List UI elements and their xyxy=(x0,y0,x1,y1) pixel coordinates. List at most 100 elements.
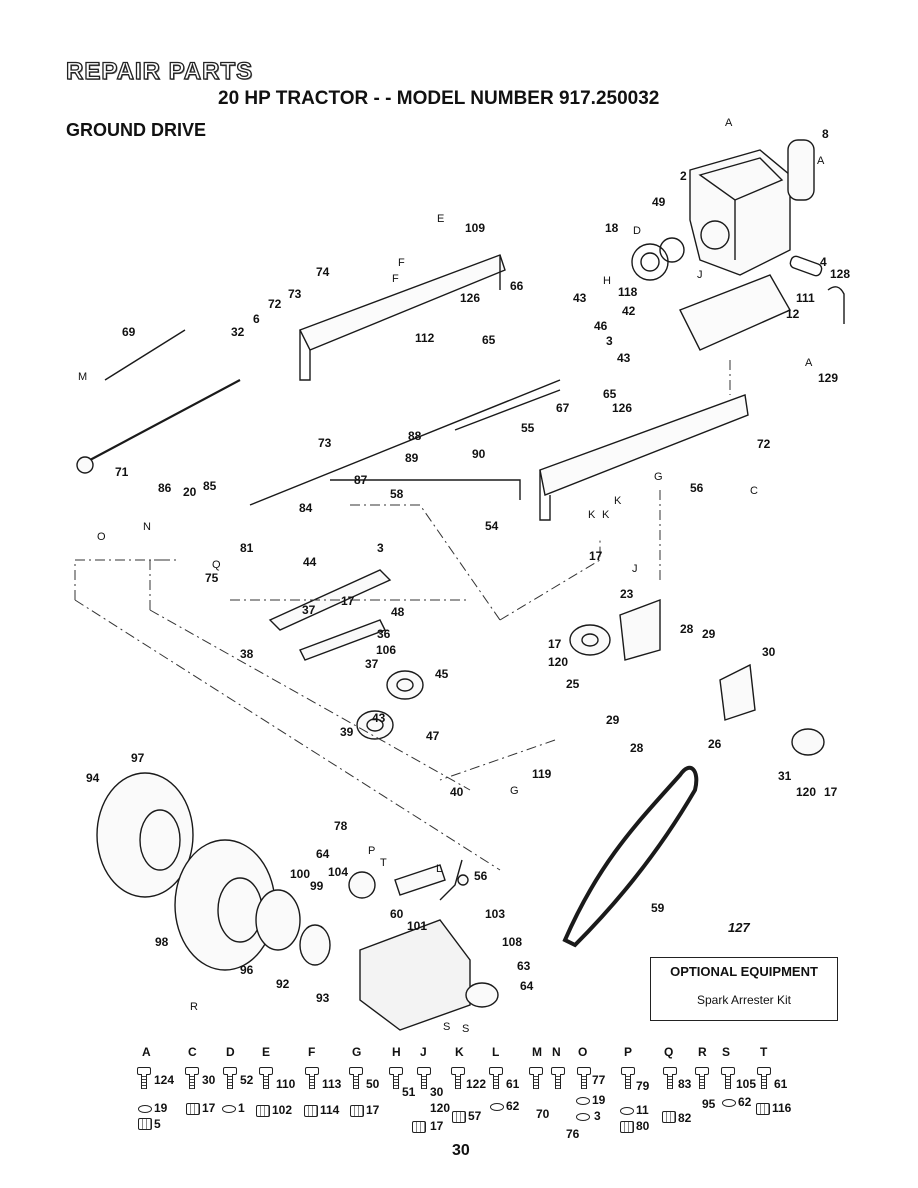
callout-75: 75 xyxy=(205,571,219,585)
callout-126b: 126 xyxy=(612,401,632,415)
callout-97: 97 xyxy=(131,751,145,765)
washer-icon xyxy=(620,1107,634,1115)
callout-44: 44 xyxy=(303,555,317,569)
hw-T-top: 61 xyxy=(774,1077,788,1091)
callout-28b: 28 xyxy=(630,741,644,755)
nut-icon xyxy=(620,1121,634,1133)
callout-6: 6 xyxy=(253,312,260,326)
svg-text:F: F xyxy=(392,273,399,285)
hw-A-bot: 5 xyxy=(154,1117,161,1131)
svg-text:R: R xyxy=(190,1001,198,1013)
svg-text:S: S xyxy=(462,1023,469,1035)
hardware-key-strip: A 124 19 5 C 30 17 D 52 1 E 110 102 F 11… xyxy=(130,1045,810,1141)
hw-Q-top: 83 xyxy=(678,1077,692,1091)
callout-69: 69 xyxy=(122,325,136,339)
hw-A-top: 124 xyxy=(154,1073,175,1087)
bolt-icon xyxy=(305,1067,319,1089)
callout-81: 81 xyxy=(240,541,254,555)
callout-84: 84 xyxy=(299,501,313,515)
callout-55: 55 xyxy=(521,421,535,435)
svg-text:D: D xyxy=(633,225,641,237)
section-heading: GROUND DRIVE xyxy=(66,120,207,140)
hw-key-E: E xyxy=(262,1045,271,1059)
callout-109: 109 xyxy=(465,221,485,235)
model-heading: 20 HP TRACTOR - - MODEL NUMBER 917.25003… xyxy=(218,88,660,109)
brake-rod xyxy=(454,389,561,431)
callout-94: 94 xyxy=(86,771,100,785)
washer-icon xyxy=(576,1097,590,1105)
callout-28: 28 xyxy=(680,622,694,636)
callout-43c: 43 xyxy=(617,351,631,365)
svg-text:G: G xyxy=(654,471,663,483)
hw-H-top: 51 xyxy=(402,1085,416,1099)
hw-S-top: 105 xyxy=(736,1077,757,1091)
washer-icon xyxy=(722,1099,736,1107)
svg-text:A: A xyxy=(817,155,825,167)
callout-63: 63 xyxy=(517,959,531,973)
hw-K-mid: 57 xyxy=(468,1109,482,1123)
callout-103: 103 xyxy=(485,907,505,921)
frame-rail-left xyxy=(299,254,506,351)
bolt-icon xyxy=(757,1067,771,1089)
nut-icon xyxy=(138,1118,152,1130)
callout-89: 89 xyxy=(405,451,419,465)
hw-M-top: 70 xyxy=(536,1107,550,1121)
svg-text:L: L xyxy=(436,863,442,875)
callout-73: 73 xyxy=(288,287,302,301)
optional-heading: OPTIONAL EQUIPMENT xyxy=(670,964,818,979)
nut-icon xyxy=(412,1121,426,1133)
svg-text:K: K xyxy=(588,509,596,521)
callout-49: 49 xyxy=(652,195,666,209)
callout-88: 88 xyxy=(408,429,422,443)
washer-icon xyxy=(222,1105,236,1113)
hw-D-top: 52 xyxy=(240,1073,254,1087)
hw-key-F: F xyxy=(308,1045,316,1059)
callout-73b: 73 xyxy=(318,436,332,450)
page-title: REPAIR PARTS xyxy=(65,57,254,85)
callout-23: 23 xyxy=(620,587,634,601)
hw-J-top: 30 xyxy=(430,1085,444,1099)
hw-K-top: 122 xyxy=(466,1077,487,1091)
hw-key-P: P xyxy=(624,1045,633,1059)
svg-text:T: T xyxy=(380,857,387,869)
svg-text:O: O xyxy=(97,531,106,543)
bolt-icon xyxy=(695,1067,709,1089)
bolt-icon xyxy=(621,1067,635,1089)
callout-71: 71 xyxy=(115,465,129,479)
hw-key-S: S xyxy=(722,1045,731,1059)
callout-56: 56 xyxy=(690,481,704,495)
hw-key-C: C xyxy=(188,1045,197,1059)
callout-104: 104 xyxy=(328,865,348,879)
hw-N-top: 76 xyxy=(566,1127,580,1141)
bolt-icon xyxy=(223,1067,237,1089)
nut-icon xyxy=(350,1105,364,1117)
page-number: 30 xyxy=(452,1142,470,1159)
transaxle xyxy=(359,919,471,1031)
svg-text:K: K xyxy=(614,495,622,507)
nut-icon xyxy=(756,1103,770,1115)
callout-30: 30 xyxy=(762,645,776,659)
bolt-icon xyxy=(577,1067,591,1089)
callout-60: 60 xyxy=(390,907,404,921)
hw-J-bot: 17 xyxy=(430,1119,444,1133)
bolt-icon xyxy=(349,1067,363,1089)
svg-text:C: C xyxy=(750,485,758,497)
hw-G-top: 50 xyxy=(366,1077,380,1091)
callout-17c: 17 xyxy=(824,785,838,799)
svg-text:S: S xyxy=(443,1021,450,1033)
washer-icon xyxy=(490,1103,504,1111)
nut-icon xyxy=(662,1111,676,1123)
callout-96: 96 xyxy=(240,963,254,977)
hw-P-bot: 80 xyxy=(636,1119,650,1133)
hw-key-N: N xyxy=(552,1045,561,1059)
drive-belt xyxy=(562,765,699,948)
callout-4: 4 xyxy=(820,255,827,269)
callout-120b: 120 xyxy=(796,785,816,799)
optional-equipment-box: OPTIONAL EQUIPMENT Spark Arrester Kit xyxy=(650,957,838,1021)
nut-icon xyxy=(186,1103,200,1115)
hw-L-mid: 62 xyxy=(506,1099,520,1113)
svg-text:N: N xyxy=(143,521,151,533)
callout-99: 99 xyxy=(310,879,324,893)
nut-icon xyxy=(304,1105,318,1117)
